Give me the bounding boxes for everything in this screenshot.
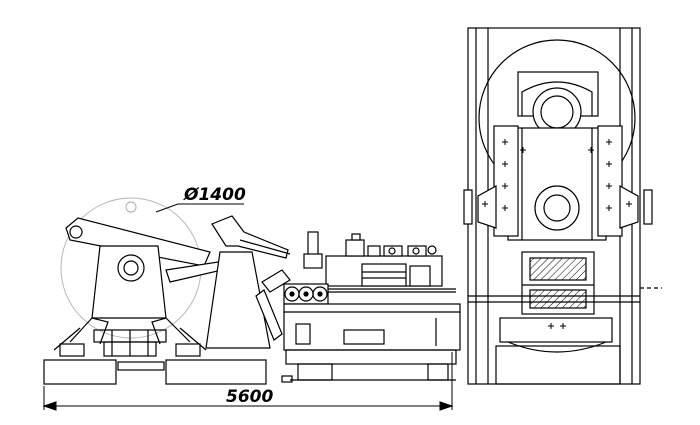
mandrel [117, 254, 145, 282]
feeder-center-block [361, 263, 407, 287]
diameter-leader [155, 203, 244, 213]
straightener-head [205, 215, 291, 349]
pedestal [205, 251, 271, 349]
press [463, 27, 662, 385]
roller [312, 286, 328, 302]
diameter-label: Ø1400 [183, 185, 246, 205]
lower-die [529, 289, 587, 309]
length-dimension-label: 5600 [226, 387, 273, 407]
dimension-line [42, 352, 454, 411]
uncoiler-base-right [165, 359, 267, 385]
upper-die [529, 257, 587, 281]
feeder-straightener [281, 231, 461, 383]
uncoiler-arm [65, 217, 211, 267]
bolt-markers [482, 139, 632, 329]
uncoiler [43, 197, 267, 385]
uncoiler-base-left [43, 359, 117, 385]
